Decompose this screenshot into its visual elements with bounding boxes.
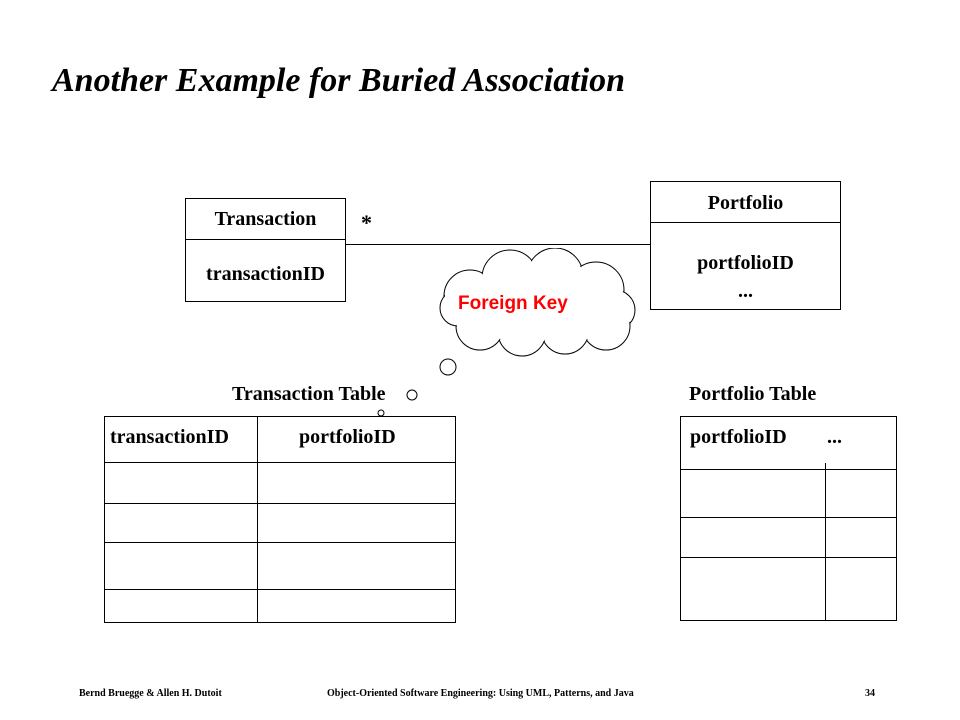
thought-bubbles xyxy=(406,389,418,401)
portfolio-table-header-cell: ... xyxy=(827,426,842,448)
transaction-table-header-cell: transactionID xyxy=(110,426,229,448)
transaction-table-row-line xyxy=(105,503,455,504)
footer-book-title: Object-Oriented Software Engineering: Us… xyxy=(327,688,634,699)
portfolio-table: portfolioID ... xyxy=(680,416,897,621)
transaction-table-title: Transaction Table xyxy=(232,383,386,405)
portfolio-class-attribute: portfolioID xyxy=(697,252,794,274)
transaction-class-attribute: transactionID xyxy=(206,263,325,285)
transaction-table-row-line xyxy=(105,542,455,543)
portfolio-table-row-line xyxy=(681,557,896,558)
foreign-key-label: Foreign Key xyxy=(458,293,568,314)
foreign-key-cloud xyxy=(439,248,636,376)
portfolio-class-more: ... xyxy=(738,280,753,302)
transaction-class-name: Transaction xyxy=(186,199,345,240)
transaction-class: Transaction transactionID xyxy=(185,198,346,302)
slide-title: Another Example for Buried Association xyxy=(52,62,626,99)
multiplicity-label: * xyxy=(361,210,372,235)
transaction-table-column-divider xyxy=(257,417,258,622)
transaction-table: transactionID portfolioID xyxy=(104,416,456,623)
portfolio-class-name: Portfolio xyxy=(651,182,840,223)
portfolio-table-header-cell: portfolioID xyxy=(690,426,787,448)
portfolio-table-title: Portfolio Table xyxy=(689,383,817,405)
footer-authors: Bernd Bruegge & Allen H. Dutoit xyxy=(79,688,222,699)
transaction-table-row-line xyxy=(105,589,455,590)
portfolio-table-column-divider xyxy=(825,463,826,620)
portfolio-table-row-line xyxy=(681,469,896,470)
footer-page-number: 34 xyxy=(865,688,875,699)
transaction-table-row-line xyxy=(105,462,455,463)
portfolio-class: Portfolio portfolioID ... xyxy=(650,181,841,310)
portfolio-table-row-line xyxy=(681,517,896,518)
association-line xyxy=(346,244,650,245)
transaction-table-header-cell: portfolioID xyxy=(299,426,396,448)
